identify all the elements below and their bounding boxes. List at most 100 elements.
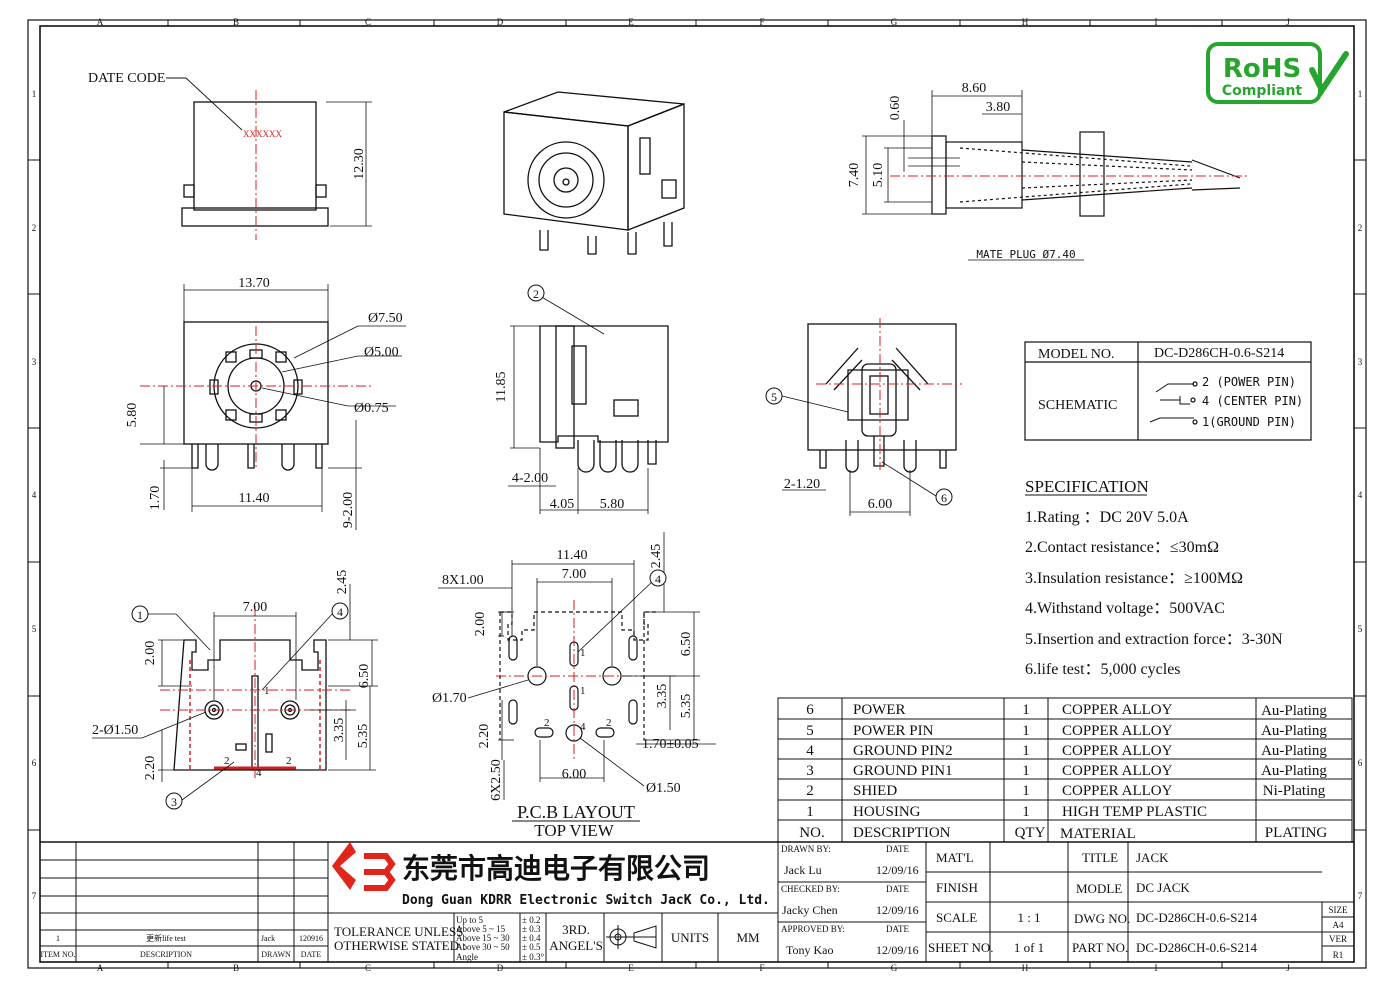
col-label: F	[759, 17, 764, 27]
callout-number: 6	[941, 491, 947, 505]
rev-header: DESCRIPTION	[140, 950, 192, 959]
plug-dim-510: 5.10	[871, 163, 886, 188]
bom-cell: HIGH TEMP PLASTIC	[1062, 804, 1207, 820]
side-dim-1185: 11.85	[494, 372, 509, 403]
company-name-en: Dong Guan KDRR Electronic Switch JacK Co…	[402, 893, 770, 908]
pcb-subtitle: TOP VIEW	[534, 821, 614, 840]
zone-ticks	[28, 20, 1366, 968]
bottom-dim-220: 2.20	[143, 756, 158, 781]
pcb-dim-200: 2.00	[473, 612, 488, 637]
plug-dim-740: 7.40	[847, 163, 862, 188]
pcb-dim-pins: 6X2.50	[489, 759, 504, 801]
row-label: 3	[1358, 357, 1363, 367]
callout-1: 1	[131, 605, 149, 623]
rev-header: ITEM NO.	[40, 950, 75, 959]
callout-3: 3	[165, 792, 183, 810]
pcb-dim-335: 3.35	[655, 684, 670, 709]
pcb-dim-650: 6.50	[679, 632, 694, 657]
bom-cell: COPPER ALLOY	[1062, 743, 1173, 759]
spec-item: 4.Withstand voltage：500VAC	[1025, 600, 1225, 617]
zone-labels: A B C D E F G H I J A B C D E F G H I J …	[32, 17, 1363, 973]
title-block-grid	[40, 841, 1354, 962]
callout-number: 3	[171, 795, 177, 809]
tolerance-line2: OTHERWISE STATED :	[334, 938, 466, 953]
bom-cell: COPPER ALLOY	[1062, 723, 1173, 739]
col-label: D	[497, 963, 504, 973]
part-label: PART NO.	[1072, 940, 1128, 955]
title-value: JACK	[1136, 850, 1169, 865]
sheet-label: SHEET NO.	[928, 940, 993, 955]
col-label: I	[1155, 17, 1158, 27]
tol-range: Above 15 ~ 30	[456, 933, 510, 943]
pcb-dim-1140: 11.40	[557, 548, 588, 563]
row-label: 4	[1358, 490, 1363, 500]
col-label: I	[1155, 963, 1158, 973]
signoff-block: DRAWN BY: DATE Jack Lu 12/09/16 CHECKED …	[781, 844, 919, 957]
spec-item: 1.Rating ：DC 20V 5.0A	[1025, 509, 1189, 526]
rohs-badge: RoHS Compliant	[1206, 42, 1349, 104]
approved-label: APPROVED BY:	[781, 924, 845, 934]
top-dim-d075: Ø0.75	[354, 401, 389, 416]
callout-5: 5	[765, 387, 783, 405]
col-label: C	[365, 17, 371, 27]
bom-cell: HOUSING	[853, 804, 921, 820]
drawn-date: 12/09/16	[876, 863, 919, 877]
top-dim-d500: Ø5.00	[364, 345, 399, 360]
row-label: 1	[32, 89, 37, 99]
checked-label: CHECKED BY:	[781, 884, 840, 894]
bom-cell: COPPER ALLOY	[1062, 763, 1173, 779]
pcb-dim-245: 2.45	[649, 544, 664, 569]
top-dim-170: 1.70	[148, 486, 163, 511]
tol-value: ± 0.5	[522, 942, 541, 952]
top-view	[140, 284, 406, 530]
part-value: DC-D286CH-0.6-S214	[1136, 940, 1257, 955]
bom-cell: Au-Plating	[1261, 763, 1327, 779]
date-label: DATE	[886, 924, 909, 934]
drawn-label: DRAWN BY:	[781, 844, 831, 854]
rev-cell: Jack	[261, 934, 275, 943]
bom-cell: 1	[1022, 783, 1030, 799]
top-dim-pins: 9-2.00	[341, 492, 356, 528]
bottom-dim-holes: 2-Ø1.50	[92, 723, 138, 738]
bom-cell: 1	[1022, 723, 1030, 739]
bom-header: DESCRIPTION	[853, 825, 951, 841]
row-label: 3	[32, 357, 37, 367]
bom-cell: 1	[806, 804, 814, 820]
bom-cell: Au-Plating	[1261, 743, 1327, 759]
col-label: J	[1286, 963, 1290, 973]
pin-label: 4	[256, 767, 262, 779]
callout-number: 4	[655, 572, 661, 586]
pin-label: 2	[286, 755, 292, 767]
rev-cell: 1	[56, 934, 60, 943]
tol-range: Up to 5	[456, 915, 484, 925]
modle-label: MODLE	[1076, 881, 1122, 896]
bottom-dim-535: 5.35	[356, 724, 371, 749]
spec-item: 3.Insulation resistance：≥100MΩ	[1025, 570, 1243, 587]
plug-dim-380: 3.80	[986, 100, 1011, 115]
row-label: 5	[32, 624, 37, 634]
dwg-value: DC-D286CH-0.6-S214	[1136, 910, 1257, 925]
row-label: 5	[1358, 624, 1363, 634]
model-value: DC-D286CH-0.6-S214	[1154, 346, 1284, 361]
col-label: D	[497, 17, 504, 27]
callout-number: 4	[337, 605, 343, 619]
bom-cell: 1	[1022, 743, 1030, 759]
col-label: B	[233, 17, 239, 27]
tol-value: ± 0.2	[522, 915, 540, 925]
bottom-view	[92, 584, 378, 801]
schematic-label: SCHEMATIC	[1038, 398, 1117, 413]
col-label: E	[628, 17, 634, 27]
spec-title: SPECIFICATION	[1025, 477, 1149, 496]
projection-line2: ANGEL'S	[549, 938, 603, 953]
pcb-dim-hole-small: Ø1.70	[432, 691, 467, 706]
row-label: 2	[1358, 223, 1363, 233]
bottom-dim-245: 2.45	[335, 570, 350, 595]
pcb-title: P.C.B LAYOUT	[517, 802, 635, 822]
rev-cell: 120916	[299, 934, 323, 943]
title-label: TITLE	[1082, 850, 1118, 865]
spec-item: 2.Contact resistance：≤30mΩ	[1025, 539, 1219, 556]
bom-cell: 2	[806, 783, 814, 799]
rev-header: DATE	[301, 950, 322, 959]
drawn-name: Jack Lu	[784, 863, 822, 877]
